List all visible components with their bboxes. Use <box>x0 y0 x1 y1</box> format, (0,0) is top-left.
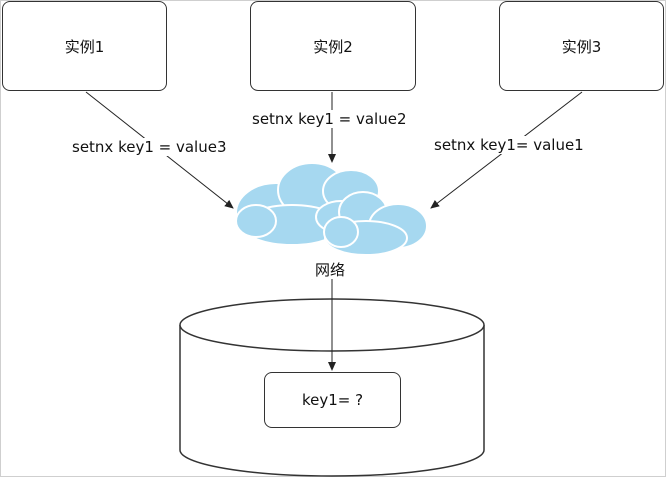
edge-label-instance2: setnx key1 = value2 <box>250 110 409 128</box>
database-content-label: key1= ? <box>301 391 364 409</box>
instance-2-box: 实例2 <box>250 1 416 91</box>
database-content-box: key1= ? <box>264 372 401 428</box>
instance-1-box: 实例1 <box>2 1 167 91</box>
network-cloud-icon <box>235 162 428 256</box>
instance-1-label: 实例1 <box>64 37 105 56</box>
instance-2-label: 实例2 <box>313 37 353 56</box>
instance-3-label: 实例3 <box>561 37 602 56</box>
edge-label-instance3: setnx key1= value1 <box>432 136 586 154</box>
instance-3-box: 实例3 <box>499 1 664 91</box>
network-label: 网络 <box>313 261 348 279</box>
edge-label-instance1: setnx key1 = value3 <box>70 138 229 156</box>
